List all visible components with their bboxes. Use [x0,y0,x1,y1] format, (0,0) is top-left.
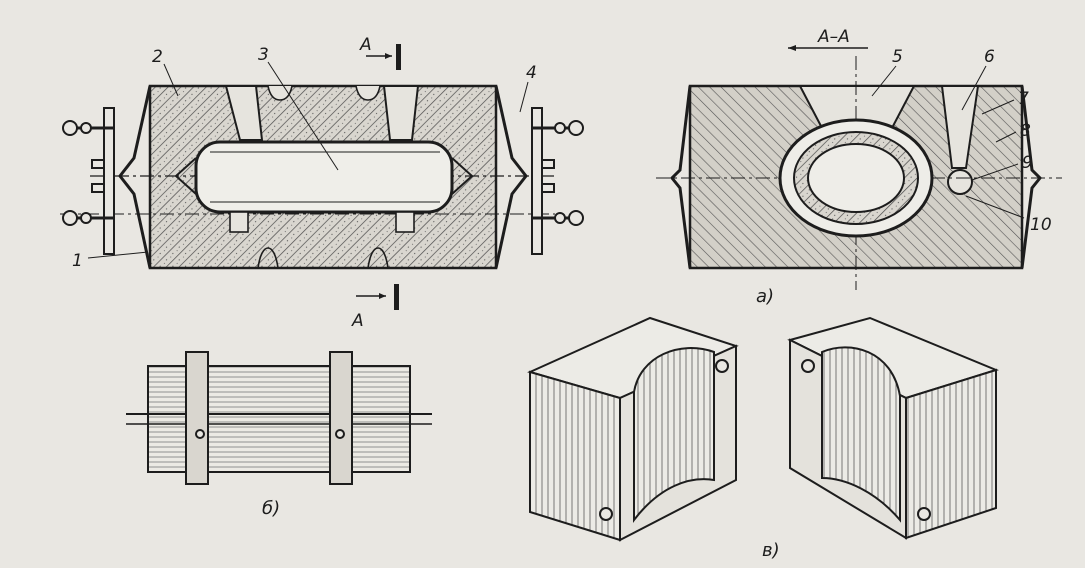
callout-4: 4 [526,63,537,83]
cavity-left-cone [174,157,197,195]
section-label-top: A [359,35,372,55]
mold-cross-section: A–A 5 6 7 8 9 10 а) [656,27,1062,307]
caption-a: а) [756,286,774,307]
callout-10: 10 [1030,215,1052,235]
sprue-right [382,85,420,141]
cavity-right-cone [451,157,474,195]
callout-3: 3 [258,45,269,65]
core-box-left [527,316,739,542]
section-mark-bottom: A [351,284,399,331]
callout-1: 1 [72,251,83,271]
caption-v: в) [762,540,780,561]
ring-inner [807,143,905,213]
half-cylinder-right [821,346,901,523]
section-mark-top: A [359,35,401,70]
core-box-right [787,316,999,540]
half-cylinder-left [633,347,715,523]
section-title: A–A [817,27,850,47]
mold-cavity [194,140,454,214]
clamp-left [62,107,115,255]
callout-6: 6 [984,47,995,67]
riser-channel [940,85,980,169]
callout-7: 7 [1018,89,1029,109]
callout-9: 9 [1022,153,1033,173]
sprue-left [224,85,264,141]
pattern-band-left [185,351,209,485]
clamp-right [531,107,584,255]
callout-5: 5 [892,47,903,67]
callout-8: 8 [1020,121,1031,141]
mold-longitudinal-section: A A 2 3 4 1 [60,35,584,331]
flask-left-wall [118,85,152,269]
callout-2: 2 [152,47,163,67]
pattern-view: б) [126,351,432,519]
pattern-band-right [329,351,353,485]
flask-right-wall [494,85,528,269]
section-label-bottom: A [351,311,364,331]
caption-b: б) [262,498,280,519]
